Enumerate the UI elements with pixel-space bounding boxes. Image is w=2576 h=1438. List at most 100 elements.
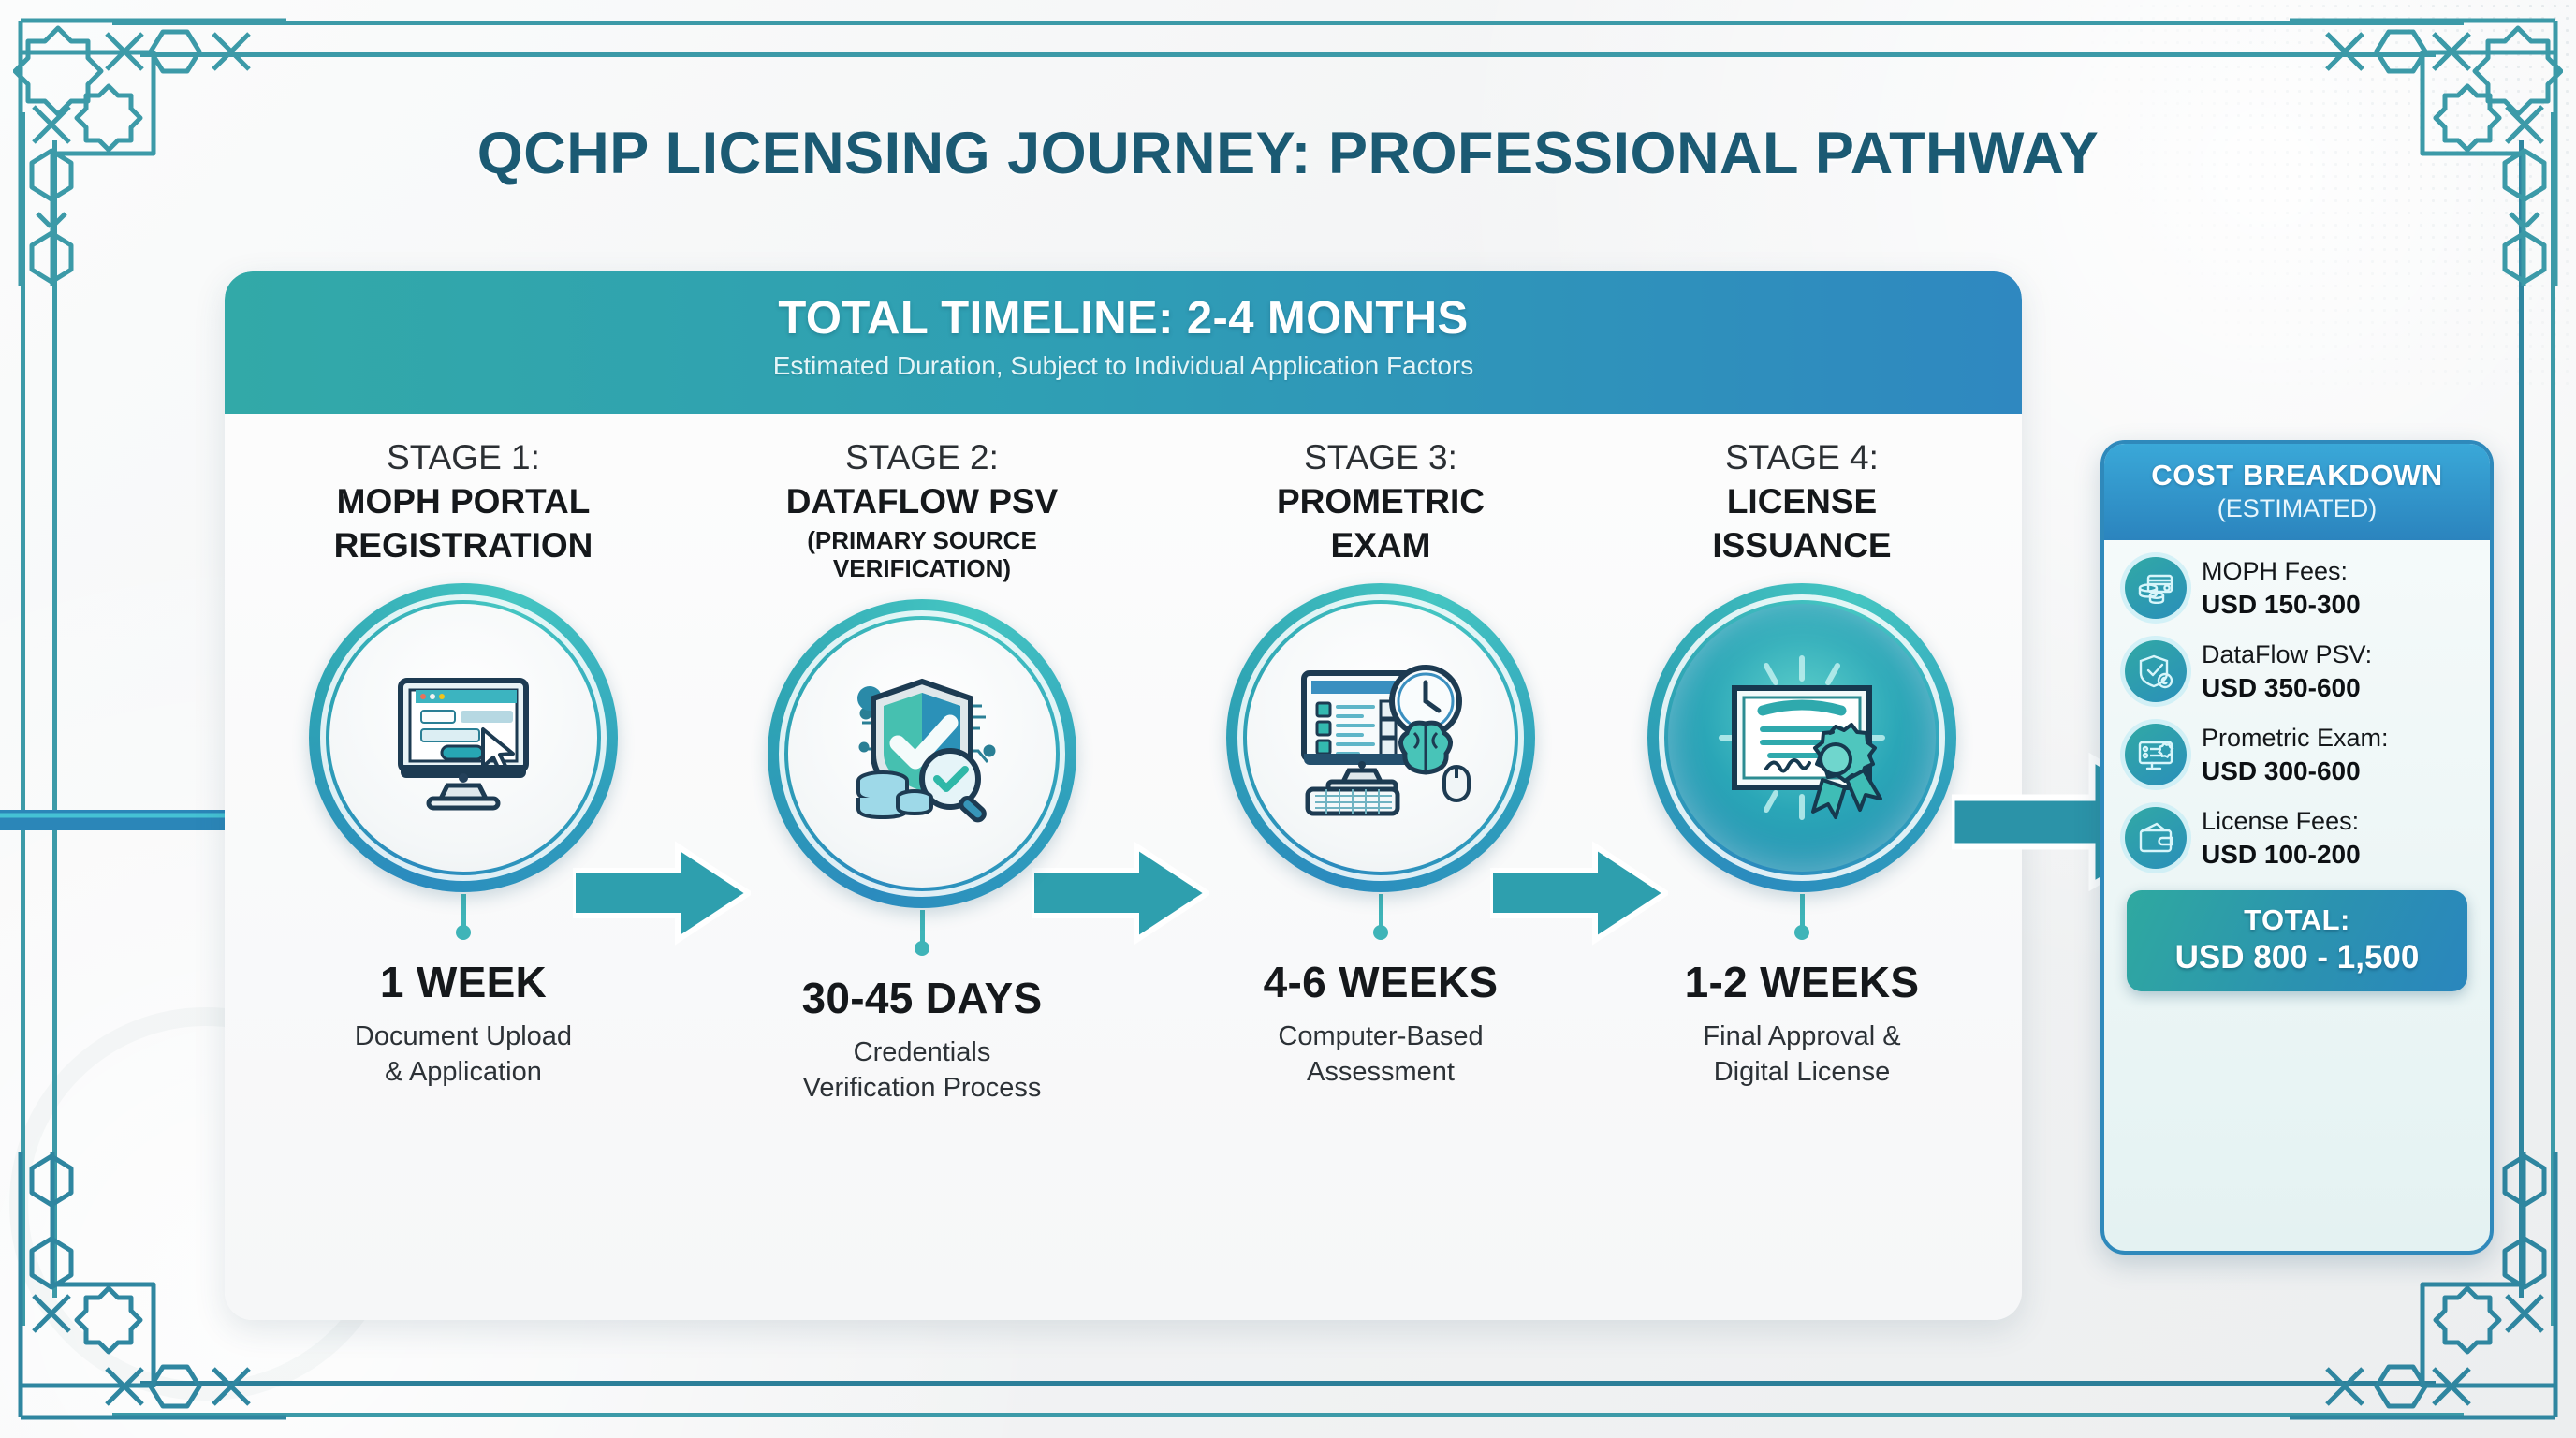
stage-1-footer: 1 WEEK Document Upload & Application xyxy=(355,957,572,1091)
stage-1-stem xyxy=(461,893,466,930)
stage-4-duration: 1-2 WEEKS xyxy=(1684,957,1920,1006)
stage-1-icon-area xyxy=(329,603,597,872)
total-value: USD 800 - 1,500 xyxy=(2174,938,2420,976)
stage-4-desc: Final Approval & Digital License xyxy=(1685,1019,1920,1091)
cost-item-moph-value: USD 150-300 xyxy=(2202,589,2361,619)
stage-1-dot xyxy=(456,924,471,940)
stage-2-desc-line1: Credentials xyxy=(853,1037,991,1068)
stage-4-name-line1: LICENSE xyxy=(1726,481,1878,521)
cost-item-dataflow-label: DataFlow PSV: xyxy=(2202,639,2373,668)
stage-4-desc-line2: Digital License xyxy=(1713,1056,1891,1087)
flow-arrow-1-icon xyxy=(573,841,751,946)
stage-3-dot xyxy=(1373,924,1388,940)
cost-item-license-label: License Fees: xyxy=(2202,806,2360,835)
cost-item-prometric-value: USD 300-600 xyxy=(2202,756,2361,785)
stage-4-stem xyxy=(1799,893,1805,930)
flow-arrow-3-icon xyxy=(1490,841,1668,946)
frame-edge-top xyxy=(112,21,2464,25)
banner-title: TOTAL TIMELINE: 2-4 MONTHS xyxy=(778,293,1469,344)
cost-item-prometric-text: Prometric Exam: USD 300-600 xyxy=(2202,724,2389,786)
stage-4-name-line2: ISSUANCE xyxy=(1712,525,1892,565)
stage-2-stem xyxy=(919,910,925,946)
frame-inner-edge-bottom xyxy=(140,1381,2436,1386)
stage-4-dot xyxy=(1794,924,1809,940)
stage-2-dot xyxy=(915,941,929,957)
stage-3-icon-area xyxy=(1247,603,1515,872)
stage-2-icon-area xyxy=(788,620,1056,888)
stage-2-footer: 30-45 DAYS Credentials Verification Proc… xyxy=(801,973,1042,1107)
frame-inner-edge-left xyxy=(52,140,57,1298)
stage-3[interactable]: STAGE 3: PROMETRIC EXAM xyxy=(1198,414,1563,1320)
stage-3-name-line1: PROMETRIC xyxy=(1277,481,1485,521)
exam-monitor-badge-icon xyxy=(2125,724,2187,786)
stage-2[interactable]: STAGE 2: DATAFLOW PSV (PRIMARY SOURCE VE… xyxy=(739,414,1105,1320)
stage-2-name-line1: DATAFLOW PSV xyxy=(785,481,1059,521)
stage-3-desc-line1: Computer-Based xyxy=(1278,1020,1484,1051)
cost-item-prometric-exam[interactable]: Prometric Exam: USD 300-600 xyxy=(2125,724,2469,786)
cost-item-prometric-label: Prometric Exam: xyxy=(2202,723,2389,752)
stage-1-desc-line2: & Application xyxy=(385,1056,542,1087)
monitor-registration-form-icon xyxy=(398,677,529,811)
cost-breakdown-panel: COST BREAKDOWN (ESTIMATED) MOPH Fees: US… xyxy=(2100,440,2494,1255)
stage-2-number: STAGE 2: xyxy=(845,438,999,477)
stage-4-ring-halo xyxy=(1659,594,1945,881)
cost-item-license-value: USD 100-200 xyxy=(2202,839,2361,869)
stage-4-desc-line1: Final Approval & xyxy=(1703,1020,1901,1051)
timeline-card: TOTAL TIMELINE: 2-4 MONTHS Estimated Dur… xyxy=(225,271,2022,1320)
stage-3-circle[interactable] xyxy=(1226,582,1535,892)
timeline-banner: TOTAL TIMELINE: 2-4 MONTHS Estimated Dur… xyxy=(225,271,2022,414)
stage-1-name-line1: MOPH PORTAL xyxy=(336,481,591,521)
certificate-seal-icon xyxy=(1719,654,1885,820)
stage-2-circle[interactable] xyxy=(768,599,1076,909)
stage-3-ring-halo xyxy=(1237,594,1524,881)
flow-arrow-2-icon xyxy=(1032,841,1209,946)
stage-3-number: STAGE 3: xyxy=(1304,438,1457,477)
frame-edge-left xyxy=(21,112,25,1326)
stage-1-desc-line1: Document Upload xyxy=(354,1020,573,1051)
computer-clock-brain-icon xyxy=(1301,664,1471,816)
frame-inner-edge-top xyxy=(140,52,2436,57)
frame-edge-bottom xyxy=(112,1413,2464,1417)
stage-1-ring-halo xyxy=(320,594,607,881)
total-cost-box: TOTAL: USD 800 - 1,500 xyxy=(2127,889,2467,991)
stage-1-heading: STAGE 1: MOPH PORTAL REGISTRATION xyxy=(334,438,593,566)
stage-2-ring-halo xyxy=(779,610,1065,898)
frame-edge-right xyxy=(2551,112,2555,1326)
stage-4-circle[interactable] xyxy=(1647,582,1956,892)
halftone-dots-decoration xyxy=(1977,0,2576,393)
stage-1-duration: 1 WEEK xyxy=(379,957,548,1006)
stage-2-heading: STAGE 2: DATAFLOW PSV (PRIMARY SOURCE VE… xyxy=(739,438,1105,582)
stage-4-heading: STAGE 4: LICENSE ISSUANCE xyxy=(1712,438,1891,566)
cost-item-dataflow-psv[interactable]: DataFlow PSV: USD 350-600 xyxy=(2125,640,2469,703)
stage-2-desc: Credentials Verification Process xyxy=(801,1034,1042,1107)
cost-panel-subtitle: (ESTIMATED) xyxy=(2217,494,2378,522)
stage-4-icon-area xyxy=(1668,603,1936,872)
stage-1-name-line2: REGISTRATION xyxy=(333,525,593,565)
stage-1-circle[interactable] xyxy=(309,582,618,892)
stage-2-desc-line2: Verification Process xyxy=(802,1073,1042,1104)
cost-panel-title: COST BREAKDOWN xyxy=(2151,459,2443,492)
stage-4-number: STAGE 4: xyxy=(1725,438,1879,477)
cost-item-moph-text: MOPH Fees: USD 150-300 xyxy=(2202,557,2361,620)
page-title: QCHP LICENSING JOURNEY: PROFESSIONAL PAT… xyxy=(476,121,2100,186)
cost-item-dataflow-text: DataFlow PSV: USD 350-600 xyxy=(2202,640,2372,703)
stage-2-name-line2: (PRIMARY SOURCE VERIFICATION) xyxy=(807,525,1037,582)
shield-verified-icon xyxy=(2125,640,2187,703)
stage-3-name-line2: EXAM xyxy=(1330,525,1431,565)
stage-1[interactable]: STAGE 1: MOPH PORTAL REGISTRATION xyxy=(281,414,646,1320)
stage-4[interactable]: STAGE 4: LICENSE ISSUANCE xyxy=(1619,414,1984,1320)
cost-item-license-fees[interactable]: License Fees: USD 100-200 xyxy=(2125,807,2469,870)
stage-3-footer: 4-6 WEEKS Computer-Based Assessment xyxy=(1264,957,1499,1091)
stage-1-number: STAGE 1: xyxy=(387,438,540,477)
stage-3-desc-line2: Assessment xyxy=(1307,1056,1455,1087)
cost-panel-header: COST BREAKDOWN (ESTIMATED) xyxy=(2104,444,2490,540)
cost-item-moph-label: MOPH Fees: xyxy=(2202,557,2349,585)
cost-item-moph-fees[interactable]: MOPH Fees: USD 150-300 xyxy=(2125,557,2469,620)
cost-items-list: MOPH Fees: USD 150-300 DataFlow PSV: USD… xyxy=(2104,540,2490,870)
stage-4-footer: 1-2 WEEKS Final Approval & Digital Licen… xyxy=(1685,957,1920,1091)
total-label: TOTAL: xyxy=(2244,902,2350,936)
banner-subtitle: Estimated Duration, Subject to Individua… xyxy=(772,351,1474,380)
stage-3-stem xyxy=(1378,893,1383,930)
cost-item-license-text: License Fees: USD 100-200 xyxy=(2202,807,2361,870)
